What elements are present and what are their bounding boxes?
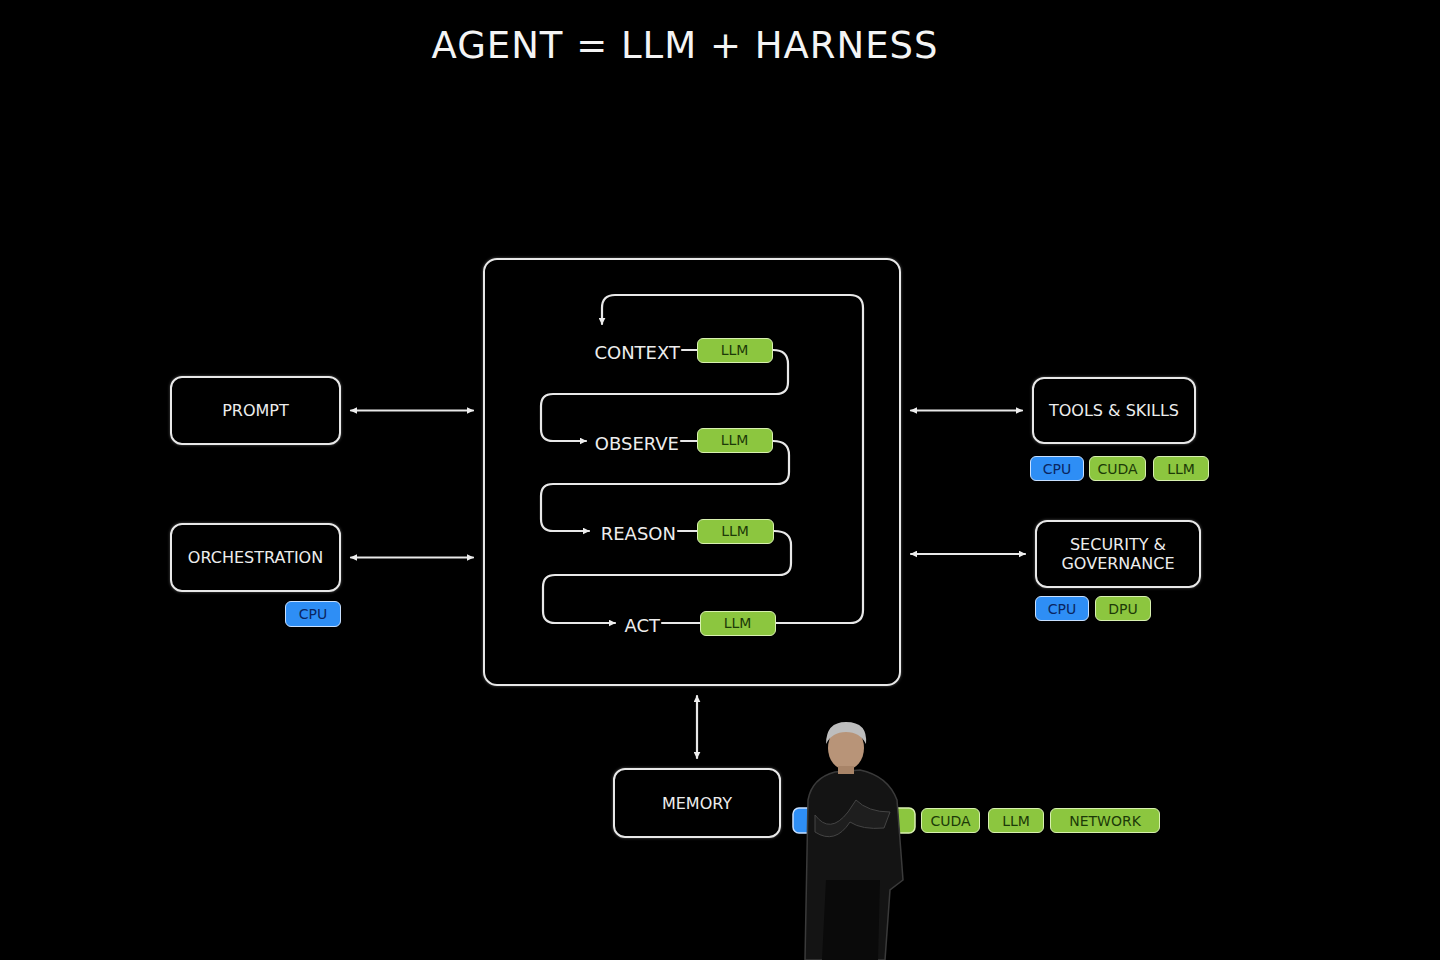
tag-pill: LLM (697, 338, 773, 363)
component-box: ORCHESTRATION (170, 523, 341, 592)
tag-pill: CPU (1030, 456, 1084, 481)
tag-pill: DPU (1095, 596, 1151, 621)
box-label: ORCHESTRATION (188, 548, 323, 567)
tag-pill (793, 808, 833, 833)
loop-connector (662, 622, 700, 624)
pill-label: DPU (1108, 601, 1137, 617)
pill-label: CUDA (1097, 461, 1137, 477)
loop-connector (678, 530, 697, 532)
loop-connector (681, 440, 697, 442)
tag-pill: LLM (1153, 456, 1209, 481)
flow-arrow (351, 409, 473, 411)
pill-label: LLM (1167, 461, 1195, 477)
pill-label: NETWORK (1069, 813, 1141, 829)
tag-pill (858, 808, 915, 833)
step-label: REASON (601, 523, 676, 544)
flow-arrow (351, 556, 473, 558)
pill-label: LLM (721, 523, 749, 539)
pill-label: LLM (724, 615, 752, 631)
tag-pill: CPU (1035, 596, 1089, 621)
harness-frame: CONTEXT OBSERVE REASON ACT LLM LLM LLM LLM (483, 258, 901, 686)
pill-label: LLM (721, 342, 749, 358)
component-box: SECURITY & GOVERNANCE (1035, 520, 1201, 588)
flow-arrow (911, 553, 1025, 555)
tag-pill: LLM (700, 611, 776, 636)
pill-label: LLM (721, 432, 749, 448)
loop-connector (543, 531, 791, 623)
tag-pill: CUDA (1089, 456, 1146, 481)
pill-label: CPU (299, 606, 327, 622)
pill-label: LLM (1002, 813, 1030, 829)
box-label: SECURITY & GOVERNANCE (1049, 535, 1187, 573)
component-box: TOOLS & SKILLS (1032, 377, 1196, 444)
step-label: ACT (624, 615, 660, 636)
tag-pill: CPU (285, 601, 341, 627)
loop-connector (682, 349, 697, 351)
step-label: OBSERVE (595, 433, 679, 454)
pill-label: CPU (1048, 601, 1076, 617)
diagram-title: AGENT = LLM + HARNESS (385, 24, 985, 67)
step-label: CONTEXT (594, 342, 680, 363)
pill-label: CUDA (930, 813, 970, 829)
loop-connector (541, 441, 789, 531)
tag-pill: CUDA (921, 808, 980, 833)
tag-pill: LLM (697, 428, 773, 453)
flow-arrow (911, 409, 1022, 411)
tag-pill: LLM (988, 808, 1044, 833)
flow-arrow (696, 696, 698, 758)
tag-pill: NETWORK (1050, 808, 1160, 833)
pill-label: CPU (1043, 461, 1071, 477)
component-box: MEMORY (613, 768, 781, 838)
component-box: PROMPT (170, 376, 341, 445)
box-label: TOOLS & SKILLS (1049, 401, 1179, 420)
tag-pill: LLM (697, 519, 774, 544)
presenter-figure (805, 722, 903, 960)
box-label: MEMORY (662, 794, 732, 813)
box-label: PROMPT (222, 401, 289, 420)
